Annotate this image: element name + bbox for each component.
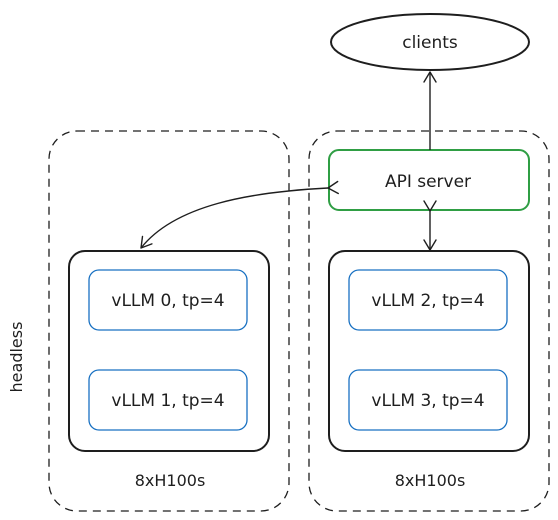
right-group-label: 8xH100s (395, 471, 466, 490)
headless-label: headless (7, 322, 26, 393)
api-to-left-container-arrow (140, 180, 339, 249)
clients-ellipse (330, 13, 530, 71)
vllm-3-label: vLLM 3, tp=4 (371, 391, 484, 411)
api-server-label: API server (385, 172, 471, 192)
clients-label: clients (402, 33, 458, 53)
left-gpu-container (68, 250, 270, 452)
vllm-0-label: vLLM 0, tp=4 (111, 291, 224, 311)
right-gpu-container (328, 250, 530, 452)
left-group-label: 8xH100s (135, 471, 206, 490)
vllm-2-box (348, 269, 508, 331)
left-node-group (48, 130, 290, 512)
vllm-2-label: vLLM 2, tp=4 (371, 291, 484, 311)
vllm-0-box (88, 269, 248, 331)
vllm-1-box (88, 369, 248, 431)
vllm-3-box (348, 369, 508, 431)
right-node-group (308, 130, 550, 512)
vllm-1-label: vLLM 1, tp=4 (111, 391, 224, 411)
